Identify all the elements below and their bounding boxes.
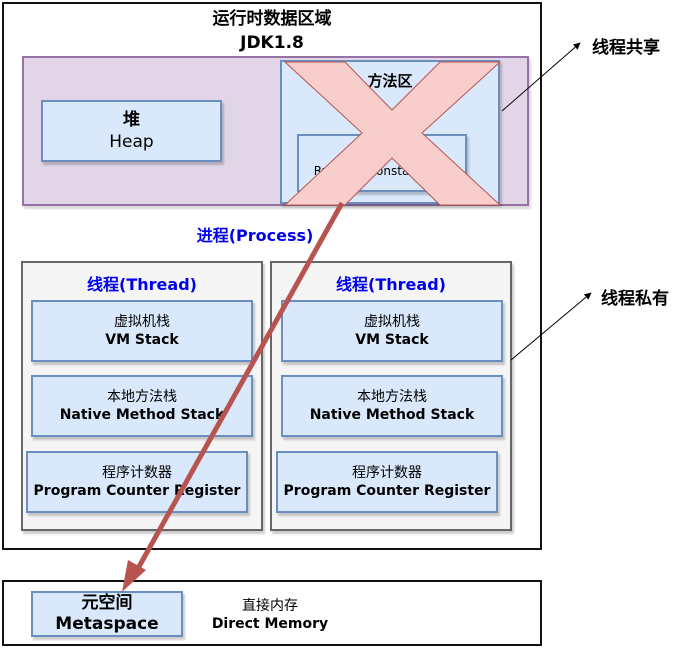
direct-memory-en: Direct Memory	[211, 616, 329, 632]
vm-stack-en: VM Stack	[105, 332, 179, 348]
runtime-constant-pool-box: Runtime Constant Pool	[297, 134, 467, 192]
native-method-stack-en: Native Method Stack	[59, 407, 225, 423]
diagram-title: 运行时数据区域	[212, 9, 332, 29]
native-method-stack-box: 本地方法栈 Native Method Stack	[31, 375, 253, 437]
program-counter-en: Program Counter Register	[33, 483, 241, 499]
native-method-stack-en: Native Method Stack	[309, 407, 475, 423]
thread-shared-annotation: 线程共享	[592, 38, 660, 58]
metaspace-box: 元空间 Metaspace	[31, 591, 183, 637]
vm-stack-en: VM Stack	[355, 332, 429, 348]
process-label: 进程(Process)	[196, 226, 314, 245]
jdk-version: JDK1.8	[240, 33, 304, 53]
heap-label-en: Heap	[109, 132, 154, 152]
thread-label: 线程(Thread)	[336, 275, 446, 294]
vm-stack-box: 虚拟机栈 VM Stack	[281, 300, 503, 362]
metaspace-en: Metaspace	[55, 614, 159, 634]
program-counter-box: 程序计数器 Program Counter Register	[26, 451, 248, 513]
metaspace-cn: 元空间	[81, 593, 133, 613]
native-method-stack-cn: 本地方法栈	[357, 389, 427, 405]
runtime-constant-pool-label: Runtime Constant Pool	[313, 164, 451, 178]
direct-memory-label: 直接内存 Direct Memory	[200, 597, 340, 633]
thread-label: 线程(Thread)	[87, 275, 197, 294]
vm-stack-cn: 虚拟机栈	[364, 314, 420, 330]
vm-stack-cn: 虚拟机栈	[114, 314, 170, 330]
program-counter-en: Program Counter Register	[283, 483, 491, 499]
vm-stack-box: 虚拟机栈 VM Stack	[31, 300, 253, 362]
heap-box: 堆 Heap	[41, 100, 222, 162]
thread-private-annotation: 线程私有	[601, 289, 669, 309]
program-counter-cn: 程序计数器	[352, 465, 422, 481]
native-method-stack-box: 本地方法栈 Native Method Stack	[281, 375, 503, 437]
program-counter-box: 程序计数器 Program Counter Register	[276, 451, 498, 513]
method-area-label: 方法区	[367, 72, 413, 90]
direct-memory-cn: 直接内存	[242, 598, 298, 614]
program-counter-cn: 程序计数器	[102, 465, 172, 481]
native-method-stack-cn: 本地方法栈	[107, 389, 177, 405]
heap-label-cn: 堆	[123, 110, 140, 130]
